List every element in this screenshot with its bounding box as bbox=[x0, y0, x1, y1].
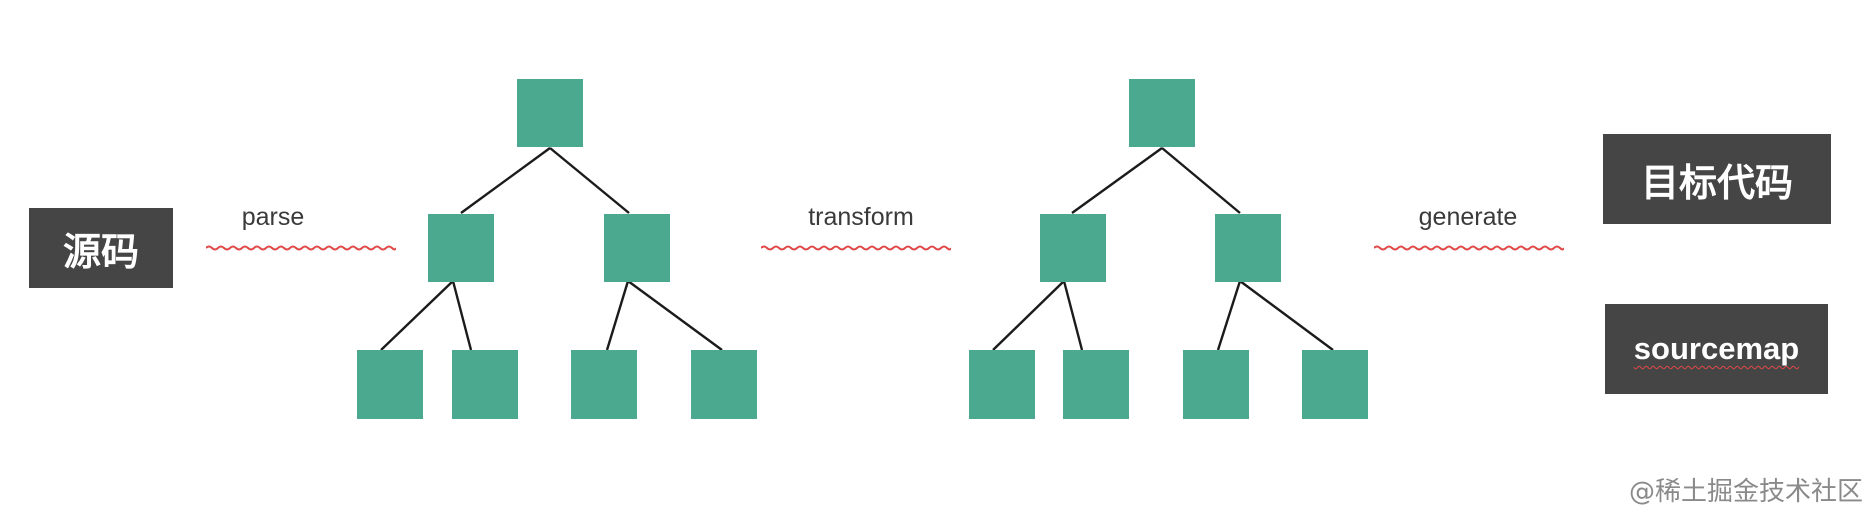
ast-node bbox=[1215, 214, 1281, 282]
target-code-box: 目标代码 bbox=[1603, 134, 1831, 224]
watermark: @稀土掘金技术社区 bbox=[1628, 477, 1863, 507]
source-ast-tree bbox=[357, 79, 757, 419]
ast-node bbox=[1302, 350, 1368, 419]
sourcemap-box: sourcemap bbox=[1605, 304, 1828, 394]
ast-node bbox=[604, 214, 670, 282]
transformed-ast-tree bbox=[969, 79, 1368, 419]
source-code-box: 源码 bbox=[29, 208, 173, 288]
transform-arrow-line bbox=[761, 245, 951, 251]
transform-label: transform bbox=[808, 203, 914, 231]
ast-node bbox=[571, 350, 637, 419]
generate-arrow-line bbox=[1374, 245, 1564, 251]
parse-label: parse bbox=[241, 203, 305, 231]
generate-label: generate bbox=[1418, 203, 1518, 231]
parse-arrow-line bbox=[206, 245, 396, 251]
ast-node bbox=[969, 350, 1035, 419]
ast-node bbox=[1183, 350, 1249, 419]
ast-node bbox=[1040, 214, 1106, 282]
source-code-label: 源码 bbox=[62, 229, 139, 274]
target-code-label: 目标代码 bbox=[1640, 160, 1793, 205]
ast-node bbox=[357, 350, 423, 419]
ast-node bbox=[452, 350, 518, 419]
sourcemap-label: sourcemap bbox=[1633, 331, 1800, 366]
ast-node bbox=[691, 350, 757, 419]
ast-node-root bbox=[1129, 79, 1195, 147]
ast-node bbox=[428, 214, 494, 282]
ast-node-root bbox=[517, 79, 583, 147]
ast-node bbox=[1063, 350, 1129, 419]
